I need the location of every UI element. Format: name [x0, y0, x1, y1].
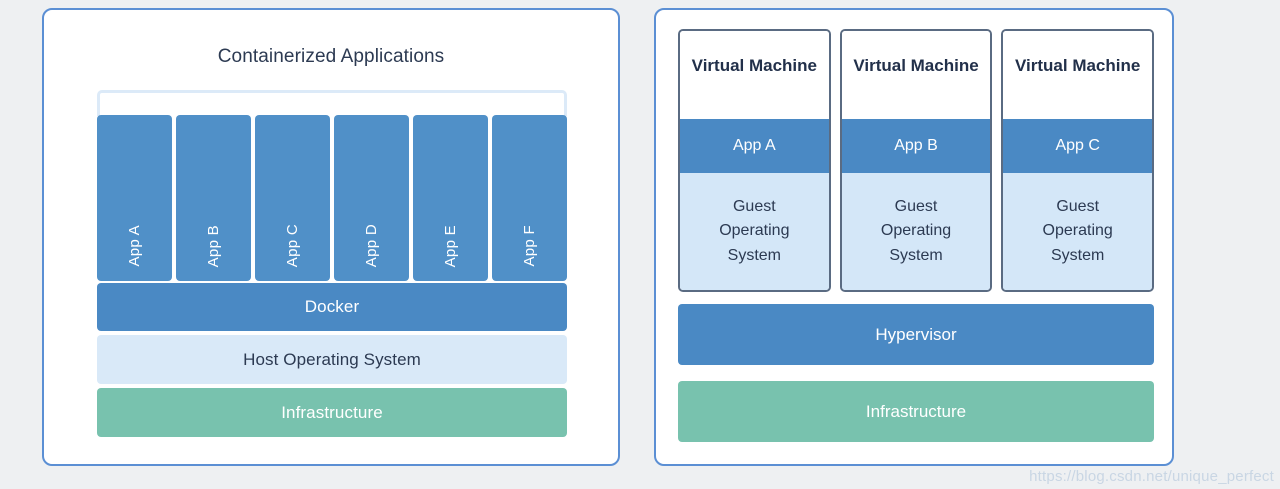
watermark: https://blog.csdn.net/unique_perfect: [1029, 468, 1274, 485]
container-app-column[interactable]: App C: [255, 115, 330, 281]
containers-panel-title: Containerized Applications: [217, 46, 445, 67]
container-app-label: App F: [521, 225, 538, 267]
layer-infrastructure-containers[interactable]: Infrastructure: [97, 388, 567, 437]
virtual-machine-box[interactable]: Virtual Machine App C Guest Operating Sy…: [1001, 29, 1155, 292]
virtual-machine-guest-os: Guest Operating System: [1003, 173, 1153, 290]
container-app-label: App D: [363, 223, 380, 267]
layer-docker[interactable]: Docker: [97, 283, 567, 331]
containers-panel: Containerized Applications App A App B A…: [42, 8, 620, 466]
container-app-column[interactable]: App D: [334, 115, 409, 281]
guest-os-line: System: [889, 246, 943, 264]
virtual-machine-row: Virtual Machine App A Guest Operating Sy…: [678, 29, 1155, 292]
virtual-machine-guest-os: Guest Operating System: [841, 173, 991, 290]
guest-os-line: Operating: [719, 222, 790, 240]
virtual-machine-box[interactable]: Virtual Machine App A Guest Operating Sy…: [678, 29, 831, 292]
container-app-label: App B: [205, 224, 222, 267]
guest-os-line: Guest: [732, 198, 776, 216]
virtual-machines-panel: Virtual Machine App A Guest Operating Sy…: [654, 8, 1174, 466]
virtual-machine-app: App A: [680, 119, 829, 173]
virtual-machine-title: Virtual Machine: [680, 31, 829, 119]
guest-os-line: Operating: [880, 222, 952, 240]
layer-hypervisor[interactable]: Hypervisor: [678, 304, 1154, 365]
guest-os-line: Operating: [1042, 222, 1113, 240]
container-app-column[interactable]: App A: [97, 115, 172, 281]
container-app-label: App C: [284, 223, 301, 267]
guest-os-line: System: [727, 246, 781, 264]
virtual-machine-app: App B: [841, 119, 991, 173]
guest-os-line: Guest: [894, 198, 938, 216]
container-app-column[interactable]: App B: [176, 115, 251, 281]
container-app-column[interactable]: App F: [492, 115, 567, 281]
container-app-label: App E: [442, 224, 459, 267]
virtual-machine-app: App C: [1003, 119, 1153, 173]
guest-os-line: System: [1051, 246, 1105, 264]
virtual-machine-title: Virtual Machine: [841, 31, 991, 119]
container-app-row: App A App B App C App D App E App F: [97, 115, 567, 281]
guest-os-line: Guest: [1056, 198, 1100, 216]
layer-infrastructure-vms[interactable]: Infrastructure: [678, 381, 1154, 442]
virtual-machine-box[interactable]: Virtual Machine App B Guest Operating Sy…: [839, 29, 993, 292]
virtual-machine-title: Virtual Machine: [1003, 31, 1153, 119]
container-app-label: App A: [126, 225, 143, 267]
containers-bracket: [97, 90, 567, 116]
layer-host-operating-system[interactable]: Host Operating System: [97, 335, 567, 384]
container-app-column[interactable]: App E: [413, 115, 488, 281]
virtual-machine-guest-os: Guest Operating System: [680, 173, 829, 290]
